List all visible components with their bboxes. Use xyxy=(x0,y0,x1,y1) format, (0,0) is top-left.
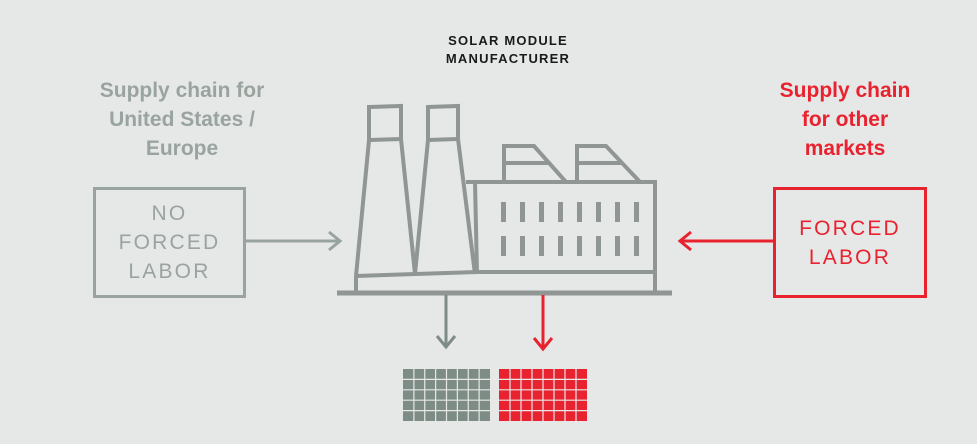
title-line-1: SOLAR MODULE xyxy=(448,33,568,48)
left-box-line-2: FORCED xyxy=(118,231,221,254)
solar-module-left xyxy=(403,369,490,421)
left-output-arrow xyxy=(435,295,457,350)
solar-module-right xyxy=(499,369,587,421)
forced-labor-box: FORCED LABOR xyxy=(773,187,927,298)
left-heading-line-1: Supply chain for xyxy=(99,79,265,102)
diagram-title: SOLAR MODULE MANUFACTURER xyxy=(388,32,628,68)
factory-icon xyxy=(337,103,672,296)
solar-panel-icon xyxy=(499,369,587,421)
factory-windows xyxy=(501,202,639,256)
left-input-arrow xyxy=(246,230,343,252)
title-line-2: MANUFACTURER xyxy=(445,51,571,66)
no-forced-labor-box: NO FORCED LABOR xyxy=(93,187,246,298)
solar-panel-icon xyxy=(403,369,490,421)
right-input-arrow xyxy=(677,230,773,252)
left-heading-line-3: Europe xyxy=(145,137,219,160)
right-box-line-2: LABOR xyxy=(808,245,892,269)
right-heading-line-3: markets xyxy=(804,137,886,160)
left-heading-line-2: United States / xyxy=(109,108,255,131)
right-heading-line-1: Supply chain xyxy=(779,79,911,102)
left-box-line-3: LABOR xyxy=(128,260,211,283)
right-box-line-1: FORCED xyxy=(799,216,901,240)
right-output-arrow xyxy=(532,295,554,352)
right-supply-chain-heading: Supply chain for other markets xyxy=(735,76,955,163)
left-box-line-1: NO xyxy=(151,202,188,225)
left-supply-chain-heading: Supply chain for United States / Europe xyxy=(60,76,304,163)
right-heading-line-2: for other xyxy=(801,108,889,131)
